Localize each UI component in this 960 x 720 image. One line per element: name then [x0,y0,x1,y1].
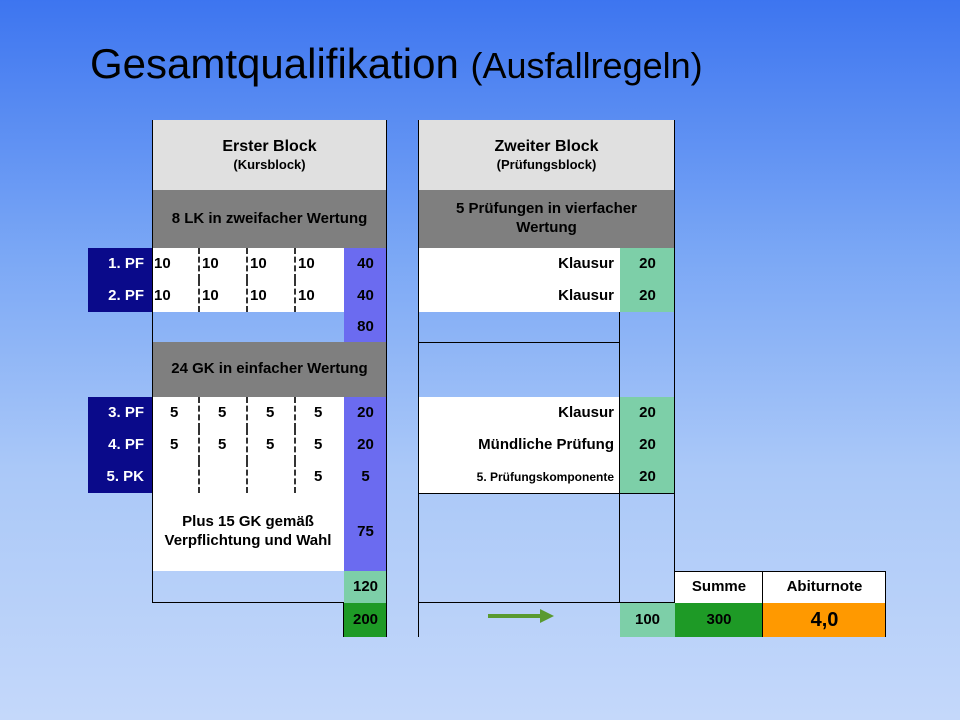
grid-line [418,120,419,637]
exam-label-3: Klausur [418,397,620,429]
exam-value-1: 20 [620,248,675,280]
exam-value-3: 20 [620,397,675,429]
row1-sum: 40 [344,248,387,280]
block2-total: 100 [620,603,675,637]
title-sub: (Ausfallregeln) [470,45,703,86]
exam-value-4: 20 [620,429,675,461]
arrow-right-icon [488,609,554,623]
row1-cell-4: 10 [296,248,344,280]
block2-title: Zweiter Block [494,137,599,155]
row-label-2: 2. PF [88,280,152,312]
exam-label-2: Klausur [418,280,620,312]
exam-value-2: 20 [620,280,675,312]
row3-cell-2: 5 [200,397,248,429]
exam-label: 5 Prüfungen in vierfacher Wertung [418,190,675,248]
row5-cell-4: 5 [296,461,344,493]
row2-cell-2: 10 [200,280,248,312]
grid-line [762,571,763,637]
grid-line [418,493,620,494]
row-label-5: 5. PK [88,461,152,493]
row1-cell-1: 10 [152,248,200,280]
block1-title: Erster Block [222,137,317,155]
row5-cell-1 [152,461,200,493]
exam-label-1: Klausur [418,248,620,280]
row3-cell-4: 5 [296,397,344,429]
row4-sum: 20 [344,429,387,461]
grid-line [152,120,153,603]
grid-line [620,493,675,494]
row-label-1: 1. PF [88,248,152,280]
grid-line [386,120,387,637]
row3-sum: 20 [344,397,387,429]
block1-subtitle: (Kursblock) [233,156,306,172]
row5-cell-2 [200,461,248,493]
row3-cell-1: 5 [152,397,200,429]
row2-cell-1: 10 [152,280,200,312]
row2-cell-4: 10 [296,280,344,312]
block2-header: Zweiter Block (Prüfungsblock) [418,120,675,190]
row4-cell-3: 5 [248,429,296,461]
block1-total: 200 [344,603,387,637]
row4-cell-2: 5 [200,429,248,461]
grid-line [418,342,620,343]
grid-line [674,120,675,603]
block2-subtitle: (Prüfungsblock) [496,156,597,172]
title-main: Gesamtqualifikation [90,40,459,87]
row2-cell-3: 10 [248,280,296,312]
row-label-4: 4. PF [88,429,152,461]
row5-cell-3 [248,461,296,493]
grid-line [885,571,886,637]
grid-line [619,312,620,603]
plus-gk-total: 75 [344,493,387,571]
block1-header: Erster Block (Kursblock) [152,120,387,190]
row4-cell-4: 5 [296,429,344,461]
row-label-3: 3. PF [88,397,152,429]
exam-value-5: 20 [620,461,675,493]
lk-label: 8 LK in zweifacher Wertung [152,190,387,248]
row3-cell-3: 5 [248,397,296,429]
sum-label: Summe [675,571,763,603]
gk-total: 120 [344,571,387,603]
grid-line [418,602,886,603]
sum-value: 300 [675,603,763,637]
exam-label-5: 5. Prüfungskomponente [418,461,620,493]
gk-label: 24 GK in einfacher Wertung [152,342,387,397]
plus-gk-label: Plus 15 GK gemäß Verpflichtung und Wahl [152,493,344,571]
grade-value: 4,0 [763,603,886,637]
grid-line [343,603,344,637]
grid-line [675,571,886,572]
exam-label-4: Mündliche Prüfung [418,429,620,461]
page-title: Gesamtqualifikation (Ausfallregeln) [90,40,703,88]
row2-sum: 40 [344,280,387,312]
row5-sum: 5 [344,461,387,493]
lk-total: 80 [344,312,387,342]
row1-cell-2: 10 [200,248,248,280]
row1-cell-3: 10 [248,248,296,280]
grid-line [152,602,344,603]
row4-cell-1: 5 [152,429,200,461]
grade-label: Abiturnote [763,571,886,603]
